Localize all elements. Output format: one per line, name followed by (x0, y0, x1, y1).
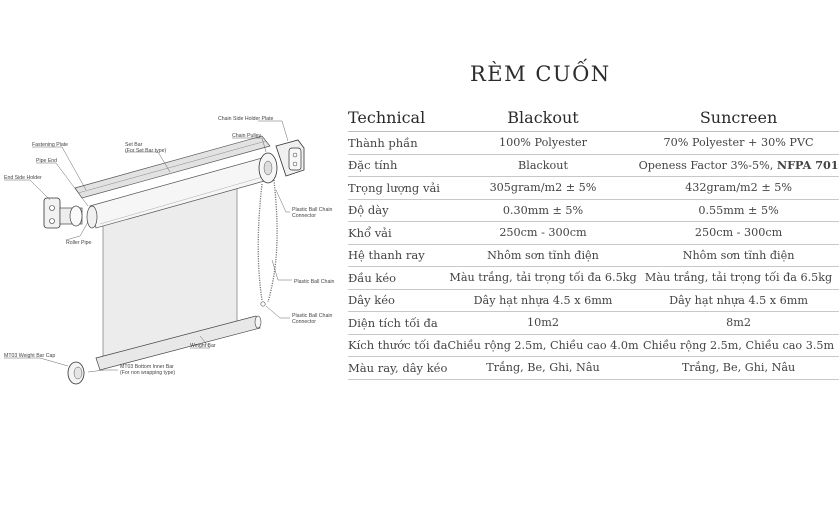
suncreen-value: Chiều rộng 2.5m, Chiều cao 3.5m (638, 334, 839, 357)
table-row: Đặc tính Blackout Openess Factor 3%-5%, … (348, 154, 839, 177)
row-label: Kích thước tối đa (348, 334, 448, 357)
row-label: Trọng lượng vải (348, 176, 448, 200)
blackout-value: 250cm - 300cm (447, 221, 639, 245)
table-row: Trọng lượng vải 305gram/m2 ± 5% 432gram/… (348, 176, 839, 200)
suncreen-value: 432gram/m2 ± 5% (638, 176, 839, 200)
blackout-value: 10m2 (447, 311, 639, 335)
blackout-value: 305gram/m2 ± 5% (447, 176, 639, 200)
chain-side-holder-plate (275, 139, 305, 177)
row-label: Dây kéo (348, 289, 448, 312)
row-label: Đầu kéo (348, 266, 448, 290)
label-set-bar: Set Bar (125, 142, 143, 148)
table-row: Khổ vải 250cm - 300cm 250cm - 300cm (348, 221, 839, 245)
label-weight-bar: Weight Bar (190, 343, 216, 349)
row-label: Thành phần (348, 131, 448, 155)
row-label: Đặc tính (348, 154, 448, 177)
weight-bar (95, 315, 261, 371)
nfpa-badge: NFPA 701 (776, 158, 839, 173)
suncreen-value: Trắng, Be, Ghi, Nâu (638, 356, 839, 380)
row-label: Diện tích tối đa (348, 311, 448, 335)
suncreen-value: Openess Factor 3%-5%, NFPA 701 (638, 154, 839, 177)
table-row: Dây kéo Dây hạt nhựa 4.5 x 6mm Dây hạt n… (348, 289, 839, 312)
pipe-end (86, 205, 98, 229)
suncreen-value: Dây hạt nhựa 4.5 x 6mm (638, 289, 839, 312)
table-row: Thành phần 100% Polyester 70% Polyester … (348, 131, 839, 155)
spec-table: Technical Blackout Suncreen Thành phần 1… (348, 104, 839, 380)
label-chain-pulley: Chain Pulley (232, 133, 262, 139)
blackout-value: 0.30mm ± 5% (447, 199, 639, 222)
page-title: RÈM CUỐN (470, 62, 611, 86)
row-label: Độ dày (348, 199, 448, 222)
spec-header-row: Technical Blackout Suncreen (348, 104, 839, 132)
row-label: Khổ vải (348, 221, 448, 245)
weight-bar-cap (67, 361, 85, 385)
table-row: Độ dày 0.30mm ± 5% 0.55mm ± 5% (348, 199, 839, 222)
blackout-value: Chiều rộng 2.5m, Chiều cao 4.0m (447, 334, 639, 357)
label-non-wrapping: (For non wrapping type) (120, 370, 175, 376)
label-pipe-end: Pipe End (36, 158, 57, 164)
header-blackout: Blackout (447, 104, 639, 132)
header-suncreen: Suncreen (638, 104, 839, 132)
blackout-value: 100% Polyester (447, 131, 639, 155)
label-plastic-ball-chain: Plastic Ball Chain (294, 279, 334, 285)
suncreen-value: 8m2 (638, 311, 839, 335)
label-connector-top: Connector (292, 213, 316, 219)
blackout-value: Nhôm sơn tĩnh điện (447, 244, 639, 267)
table-row: Màu ray, dây kéo Trắng, Be, Ghi, Nâu Trắ… (348, 356, 839, 380)
label-roller-pipe: Roller Pipe (66, 240, 91, 246)
end-side-holder (43, 197, 83, 229)
chain-pulley (258, 152, 278, 184)
suncreen-value: 70% Polyester + 30% PVC (638, 131, 839, 155)
openess-text: Openess Factor 3%-5%, (638, 159, 774, 173)
label-connector-bottom: Connector (292, 319, 316, 325)
label-bottom-inner-bar: MT03 Bottom Inner Bar (120, 364, 174, 370)
blackout-value: Dây hạt nhựa 4.5 x 6mm (447, 289, 639, 312)
label-plastic-ball-chain-connector-bottom: Plastic Ball Chain (292, 313, 332, 319)
table-row: Diện tích tối đa 10m2 8m2 (348, 311, 839, 335)
label-fastening-plate: Fastening Plate (32, 142, 68, 148)
blackout-value: Màu trắng, tải trọng tối đa 6.5kg (447, 266, 639, 290)
row-label: Hệ thanh ray (348, 244, 448, 267)
suncreen-value: 0.55mm ± 5% (638, 199, 839, 222)
blackout-value: Trắng, Be, Ghi, Nâu (447, 356, 639, 380)
header-technical: Technical (348, 104, 448, 132)
blackout-value: Blackout (447, 154, 639, 177)
plastic-ball-chain (257, 179, 278, 303)
table-row: Đầu kéo Màu trắng, tải trọng tối đa 6.5k… (348, 266, 839, 290)
suncreen-value: Nhôm sơn tĩnh điện (638, 244, 839, 267)
label-weight-bar-cap: MT03 Weight Bar Cap (4, 353, 55, 359)
row-label: Màu ray, dây kéo (348, 356, 448, 380)
roller-blind-diagram: Chain Side Holder Plate Chain Pulley Set… (4, 116, 334, 385)
table-row: Hệ thanh ray Nhôm sơn tĩnh điện Nhôm sơn… (348, 244, 839, 267)
table-row: Kích thước tối đa Chiều rộng 2.5m, Chiều… (348, 334, 839, 357)
label-set-bar-type: (For Set Bar type) (125, 148, 166, 154)
label-end-side-holder: End Side Holder (4, 175, 42, 181)
label-plastic-ball-chain-connector-top: Plastic Ball Chain (292, 207, 332, 213)
label-chain-side-holder-plate: Chain Side Holder Plate (218, 116, 273, 122)
suncreen-value: 250cm - 300cm (638, 221, 839, 245)
suncreen-value: Màu trắng, tải trọng tối đa 6.5kg (638, 266, 839, 290)
